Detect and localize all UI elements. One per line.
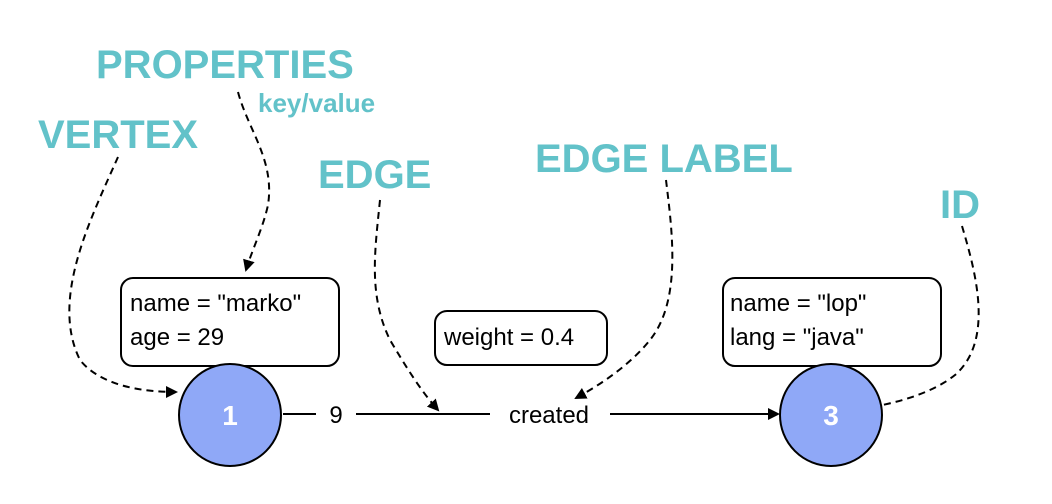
vertex-1-property: name = "marko" bbox=[130, 290, 301, 317]
edge-callout: EDGE bbox=[318, 153, 431, 197]
edge-label-callout: EDGE LABEL bbox=[535, 137, 793, 181]
vertex-1-property: age = 29 bbox=[130, 324, 224, 351]
properties-pointer bbox=[237, 91, 271, 272]
edge-properties-box bbox=[434, 310, 608, 366]
id-callout: ID bbox=[940, 183, 980, 227]
edge-label: created bbox=[509, 402, 589, 429]
id-pointer bbox=[852, 225, 980, 415]
vertex-callout: VERTEX bbox=[38, 113, 198, 157]
vertex-3-circle bbox=[779, 363, 883, 467]
vertex-pointer bbox=[68, 156, 178, 398]
edge-pointer bbox=[373, 199, 440, 412]
edge-id: 9 bbox=[329, 402, 342, 429]
edge-label-pointer bbox=[574, 179, 674, 399]
properties-callout: PROPERTIES bbox=[96, 43, 354, 87]
key-value-callout: key/value bbox=[258, 88, 375, 118]
vertex-3-property: lang = "java" bbox=[730, 324, 864, 351]
vertex-1-id: 1 bbox=[222, 400, 238, 431]
vertex-3-id: 3 bbox=[823, 400, 839, 431]
vertex-1-circle bbox=[178, 363, 282, 467]
vertex-3-property: name = "lop" bbox=[730, 290, 866, 317]
edge-property: weight = 0.4 bbox=[443, 324, 574, 351]
